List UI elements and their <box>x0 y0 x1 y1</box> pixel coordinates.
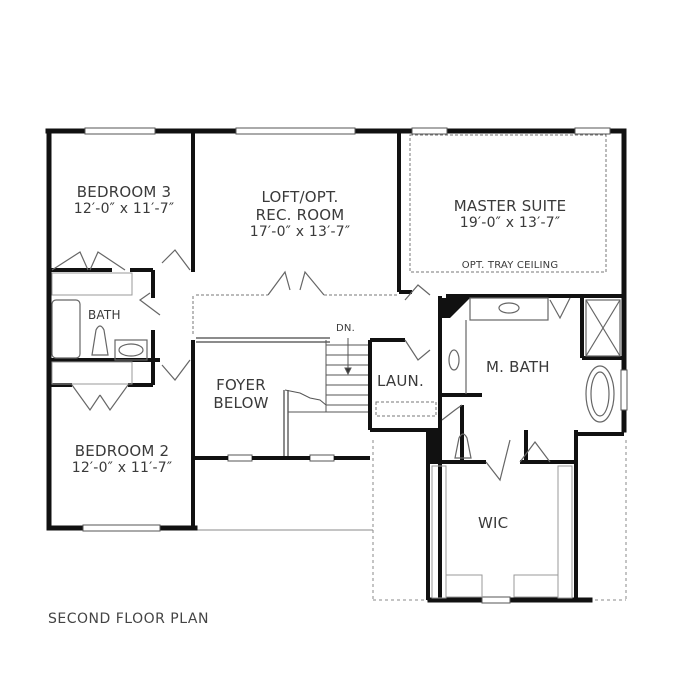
plan-title: SECOND FLOOR PLAN <box>48 611 209 627</box>
stairs <box>284 338 368 413</box>
closet-shelving <box>51 272 573 599</box>
bedroom3-label: BEDROOM 3 12′-0″ x 11′-7″ <box>60 183 188 218</box>
stairs-down-label: DN. <box>336 323 355 334</box>
fixtures <box>51 297 621 459</box>
door-swings <box>51 249 571 482</box>
foyer-name-line1: FOYER <box>216 376 266 394</box>
master-name: MASTER SUITE <box>453 197 567 215</box>
toilet <box>91 325 109 356</box>
sink <box>118 343 144 357</box>
laundry-label: LAUN. <box>377 372 424 390</box>
foyer-name-line2: BELOW <box>213 394 269 412</box>
master-label: MASTER SUITE 19′-0″ x 13′-7″ <box>430 197 590 232</box>
bedroom2-name: BEDROOM 2 <box>74 442 170 460</box>
bathtub <box>51 299 81 359</box>
freestanding-tub <box>585 365 615 423</box>
wic-label: WIC <box>478 514 509 532</box>
master-dims: 19′-0″ x 13′-7″ <box>459 215 561 231</box>
mbath-sink <box>498 302 520 314</box>
bath-label: BATH <box>88 308 121 322</box>
bedroom3-name: BEDROOM 3 <box>76 183 172 201</box>
wic-toilet <box>454 433 472 459</box>
bedroom3-dims: 12′-0″ x 11′-7″ <box>73 201 175 217</box>
bedroom2-label: BEDROOM 2 12′-0″ x 11′-7″ <box>58 442 186 477</box>
shower <box>585 299 621 357</box>
mbath-label: M. BATH <box>486 358 550 376</box>
railing <box>196 337 330 456</box>
dashed-openings <box>192 134 607 417</box>
loft-dims: 17′-0″ x 13′-7″ <box>249 224 351 240</box>
loft-name-line1: LOFT/OPT. <box>261 188 339 206</box>
chase-block <box>430 430 442 460</box>
chase <box>442 298 470 318</box>
foyer-label: FOYER BELOW <box>205 376 277 412</box>
loft-name-line2: REC. ROOM <box>255 206 345 224</box>
windows <box>82 127 628 604</box>
bedroom2-dims: 12′-0″ x 11′-7″ <box>71 460 173 476</box>
tray-ceiling-note: OPT. TRAY CEILING <box>461 260 559 271</box>
loft-label: LOFT/OPT. REC. ROOM 17′-0″ x 13′-7″ <box>220 188 380 241</box>
